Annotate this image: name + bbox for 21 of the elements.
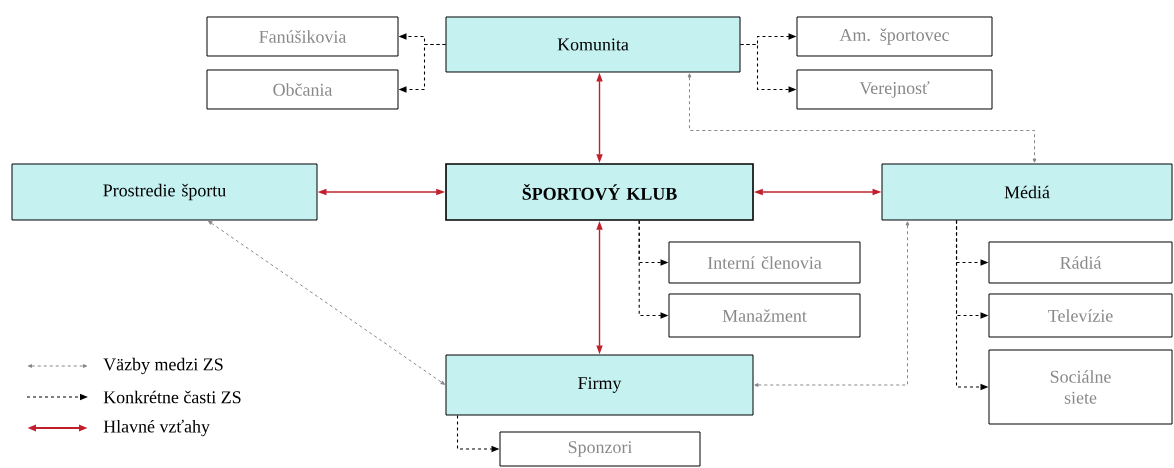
box: Občania (206, 69, 399, 110)
hatched-box: Prostredie športu (11, 163, 318, 221)
hatched-box: Komunita (445, 16, 741, 73)
box: Sponzori (499, 431, 701, 467)
legend-label: Konkrétne časti ZS (103, 390, 241, 404)
legend-label: Väzby medzi ZS (103, 357, 223, 375)
hatched-box: Médiá (881, 163, 1173, 221)
box: Televízie (988, 293, 1173, 338)
box: Manažment (668, 293, 861, 338)
legend-label: Hlavné vzťahy (103, 419, 210, 437)
box: Am. športovec (796, 16, 993, 57)
box: Interní členovia (668, 241, 861, 284)
arrow (754, 221, 910, 387)
box: Rádiá (988, 241, 1173, 284)
box: Sociálne siete (988, 349, 1173, 425)
box: Verejnosť (796, 69, 993, 110)
box: Fanúšikovia (206, 16, 399, 57)
arrow (687, 73, 1037, 163)
hatched-box: Firmy (445, 354, 754, 416)
arrow (208, 220, 445, 385)
hatched-box: ŠPORTOVÝ KLUB (445, 163, 754, 221)
